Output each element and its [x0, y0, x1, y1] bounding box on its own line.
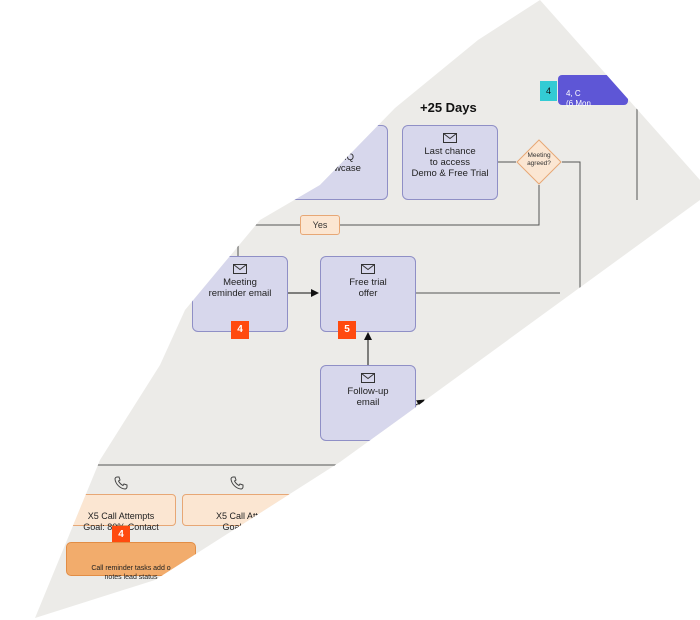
last-chance-node[interactable]: Last chance to access Demo & Free Trial [402, 125, 498, 200]
node-label: Last chance to access Demo & Free Trial [411, 146, 489, 179]
call-attempts-box[interactable]: X5 Call Attempts Goal: 80% Contact [66, 494, 176, 532]
step-number-badge: 4 [231, 321, 249, 339]
mail-icon [361, 373, 375, 383]
call-reminder-task[interactable]: Call reminder tasks add o notes lead sta… [66, 542, 196, 581]
mail-icon [443, 133, 457, 143]
phone-icon [230, 476, 244, 490]
connector-decision-right [562, 161, 581, 300]
node-label: Meeting reminder email [208, 277, 272, 299]
asset-showcase-node[interactable]: sset IQ Showcase [290, 125, 388, 200]
diamond-shape [516, 139, 562, 185]
day-heading: +25 Days [420, 100, 477, 115]
follow-up-node[interactable]: Follow-up email [320, 365, 416, 441]
decision-label: Meeting agreed? [527, 152, 551, 167]
node-label: sset IQ Showcase [317, 152, 361, 174]
yes-label: Yes [300, 215, 340, 235]
call-box-label: X5 Call Att Goal: 8 [215, 511, 259, 532]
free-trial-node[interactable]: Free trial offer [320, 256, 416, 332]
corner-step-text: 4, C (6 Mon [566, 89, 591, 108]
call-attempts-box[interactable]: X5 Call Att Goal: 8 [182, 494, 292, 532]
node-label: Follow-up email [347, 386, 389, 408]
step-number-badge: 4 [112, 526, 130, 544]
arrow-icon [415, 399, 425, 408]
corner-step-card[interactable]: 4, C (6 Mon [558, 75, 628, 108]
meeting-reminder-node[interactable]: Meeting reminder email [192, 256, 288, 332]
node-label: Free trial offer [349, 277, 387, 299]
step-number-badge: 5 [338, 321, 356, 339]
meeting-agreed-decision[interactable]: Meeting agreed? [516, 139, 562, 185]
task-label: Call reminder tasks add o notes lead sta… [91, 565, 171, 581]
step-number-badge: 4 [540, 81, 557, 101]
mail-icon [361, 264, 375, 274]
mail-icon [233, 264, 247, 274]
phone-icon [114, 476, 128, 490]
